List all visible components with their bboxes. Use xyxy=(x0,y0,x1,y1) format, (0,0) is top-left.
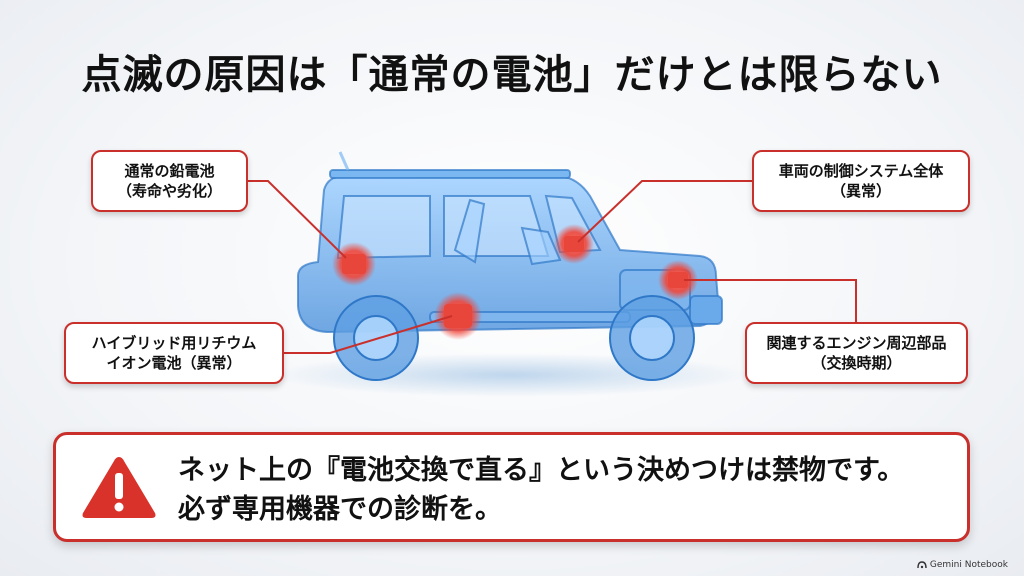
leader-line-control-system xyxy=(577,180,752,243)
callout-engine-parts-line2: （交換時期） xyxy=(811,354,902,372)
hybrid-battery-highlight xyxy=(434,292,482,340)
warning-triangle-icon xyxy=(82,457,156,518)
leader-line-engine-parts xyxy=(684,279,857,322)
control-system-highlight xyxy=(554,224,594,264)
warning-text: ネット上の『電池交換で直る』という決めつけは禁物です。 必ず専用機器での診断を。 xyxy=(178,451,904,529)
callout-hybrid-battery-line1: ハイブリッド用リチウム xyxy=(91,333,257,352)
callout-lead-battery: 通常の鉛電池 （寿命や劣化） xyxy=(91,150,248,212)
watermark: Gemini Notebook xyxy=(917,560,1008,570)
leader-line-lead-battery xyxy=(248,180,347,259)
watermark-text: Gemini Notebook xyxy=(929,560,1008,570)
callout-engine-parts-line1: 関連するエンジン周辺部品 xyxy=(766,333,947,352)
leader-line-hybrid-battery xyxy=(284,315,453,354)
callout-engine-parts: 関連するエンジン周辺部品 （交換時期） xyxy=(745,322,968,384)
callout-lead-battery-line1: 通常の鉛電池 xyxy=(124,161,215,180)
engine-parts-highlight xyxy=(658,260,698,300)
callout-hybrid-battery: ハイブリッド用リチウム イオン電池（異常） xyxy=(64,322,284,384)
callout-lead-battery-line2: （寿命や劣化） xyxy=(116,182,222,200)
page-title: 点滅の原因は「通常の電池」だけとは限らない xyxy=(81,52,943,98)
callout-hybrid-battery-line2: イオン電池（異常） xyxy=(106,354,242,372)
callout-control-system: 車両の制御システム全体 （異常） xyxy=(752,150,970,212)
rear-wheel xyxy=(333,295,419,381)
warning-box: ネット上の『電池交換で直る』という決めつけは禁物です。 必ず専用機器での診断を。 xyxy=(53,432,970,542)
notebook-icon xyxy=(917,561,927,569)
front-wheel xyxy=(609,295,695,381)
callout-control-system-line2: （異常） xyxy=(830,182,891,200)
warning-line1: ネット上の『電池交換で直る』という決めつけは禁物です。 xyxy=(178,455,905,486)
lead-battery-highlight xyxy=(332,242,376,286)
warning-line2: 必ず専用機器での診断を。 xyxy=(178,494,502,526)
callout-control-system-line1: 車両の制御システム全体 xyxy=(778,161,944,180)
